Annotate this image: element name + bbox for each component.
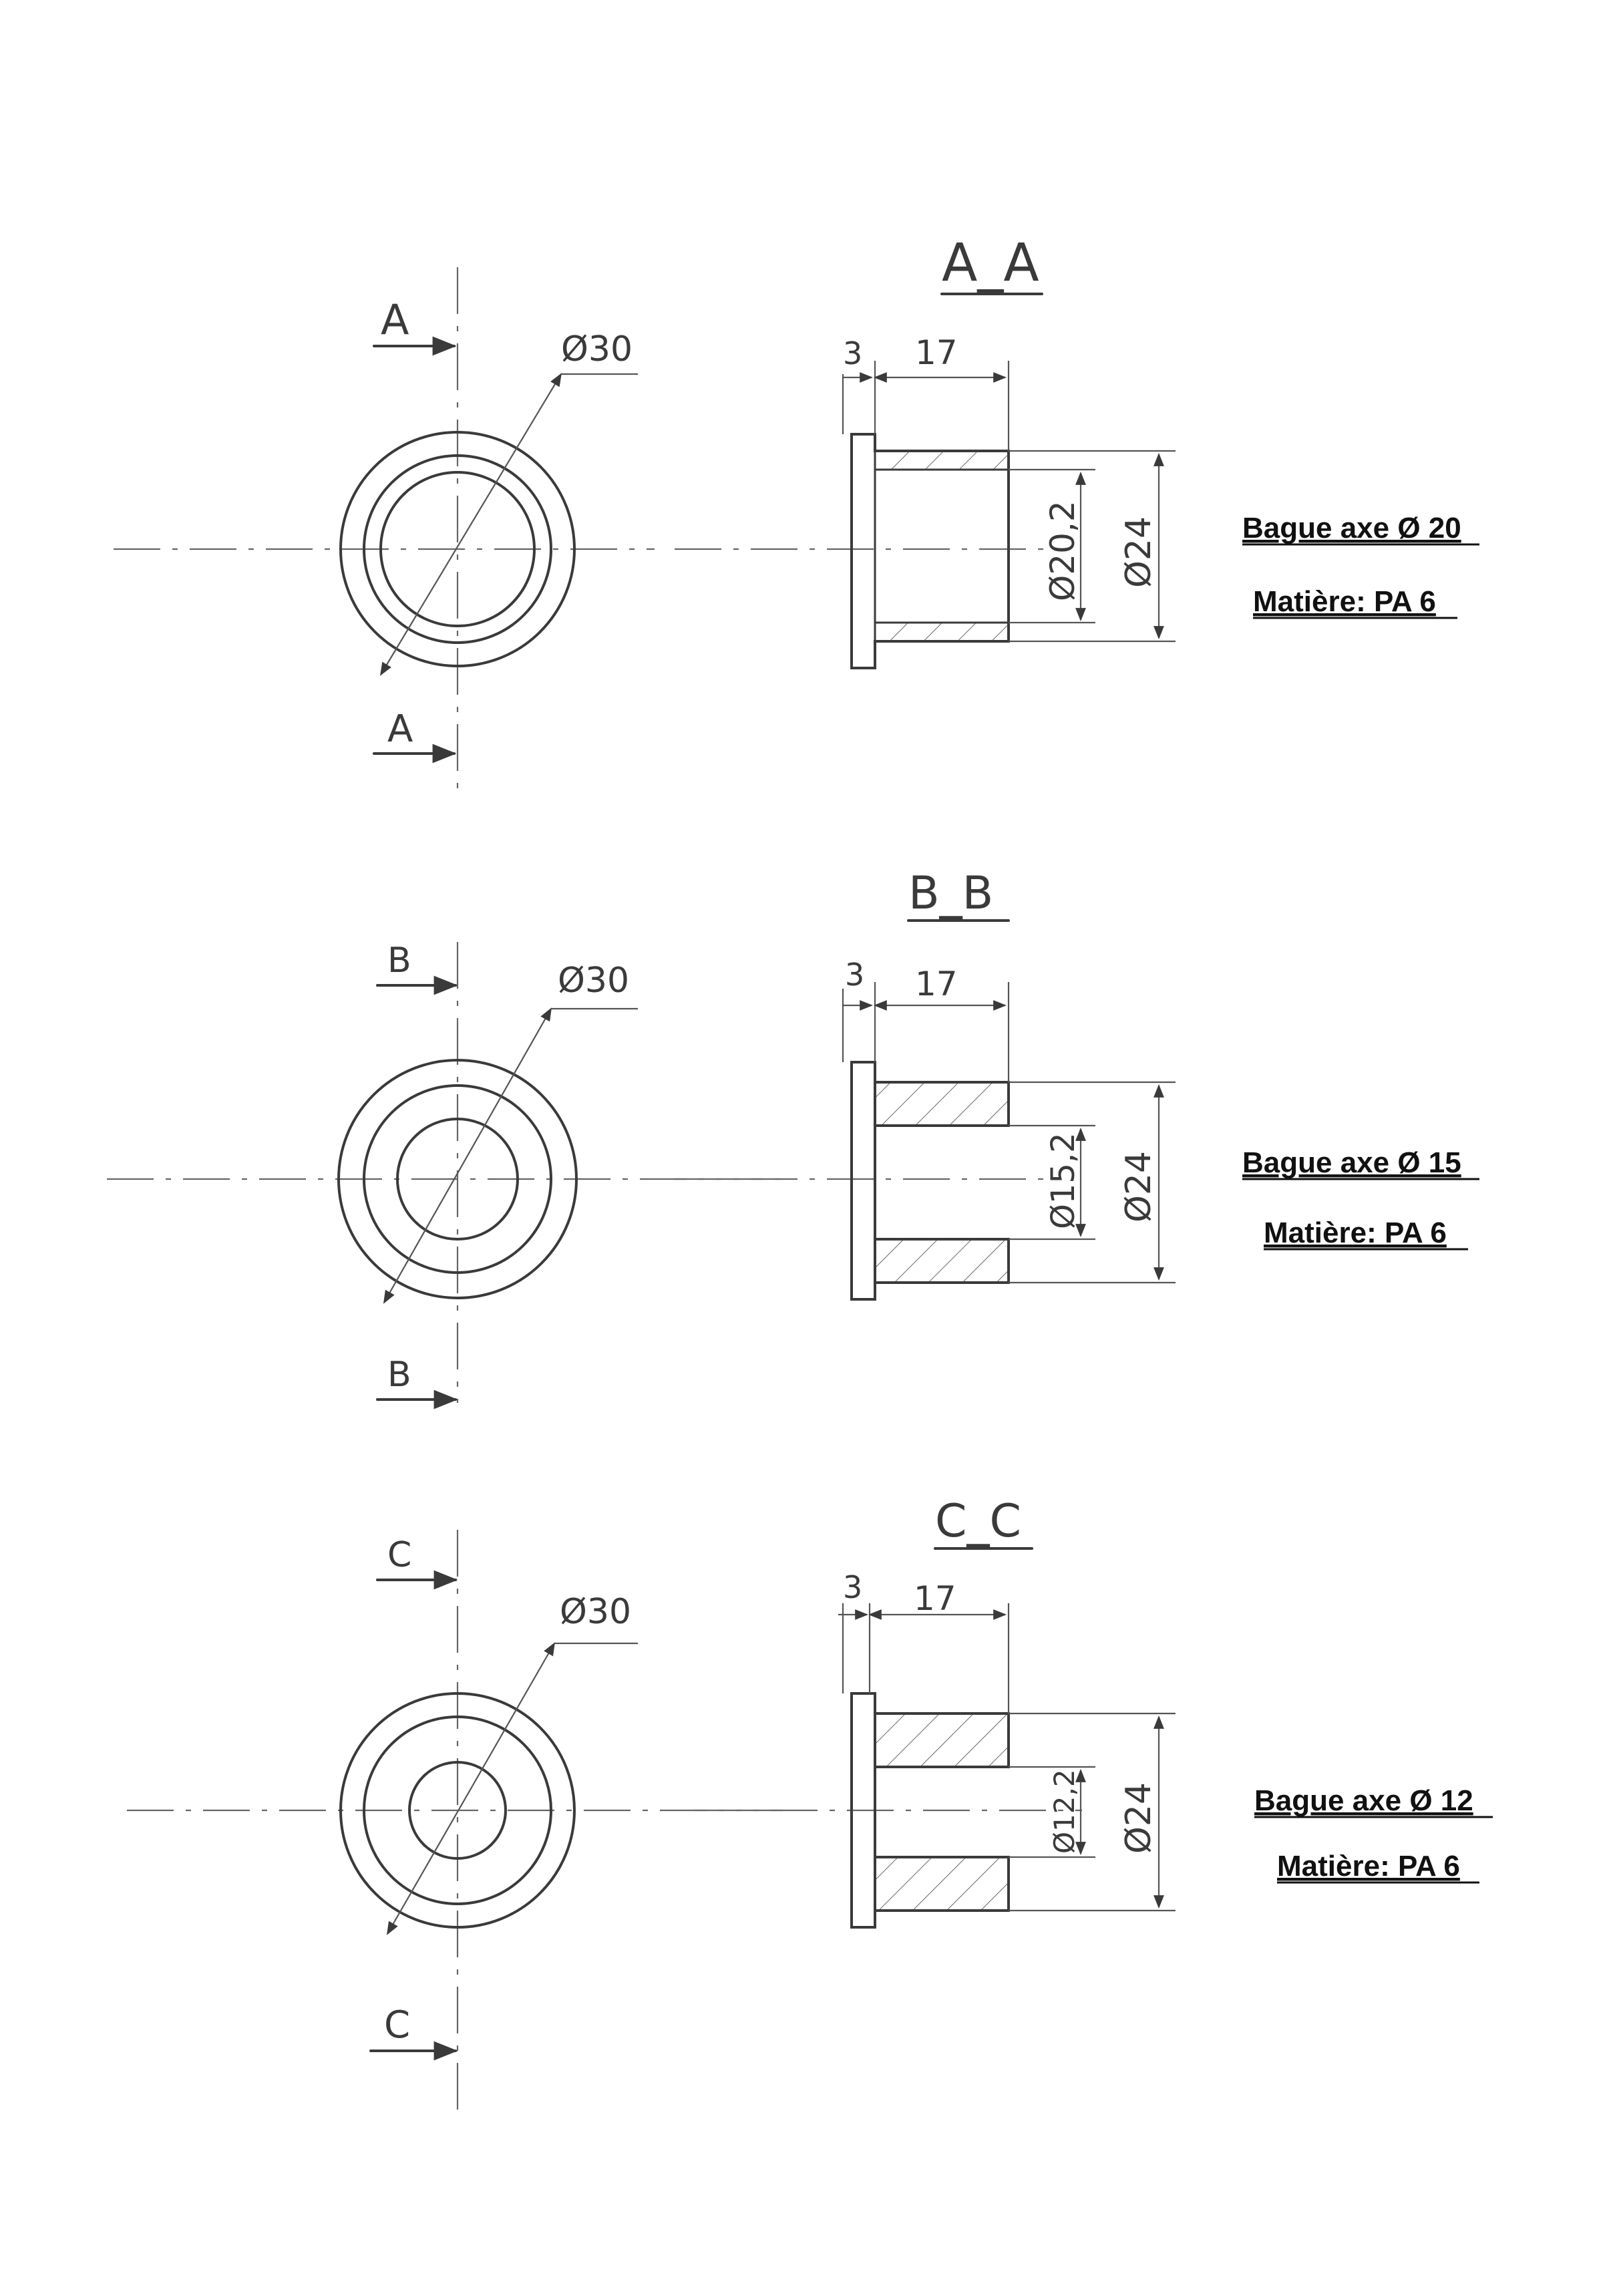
bore-label-a: Ø20,2	[1043, 500, 1082, 601]
section-c: Ø30 C C C_C 3 17 Ø12,2	[127, 1495, 1493, 2111]
flange-width-label-b: 3	[845, 957, 864, 993]
front-view-b: Ø30 B B	[107, 941, 781, 1410]
part-title-b: Bague axe Ø 15	[1242, 1146, 1461, 1179]
front-view-c: Ø30 C C	[127, 1530, 788, 2111]
outer-diameter-label-a: Ø30	[561, 329, 633, 369]
section-b: Ø30 B B B_B 3 17 Ø15,2	[107, 867, 1479, 1410]
section-title-a: A_A	[942, 233, 1039, 293]
section-view-a: A_A 3 17 Ø20,2 Ø24	[675, 233, 1176, 669]
body-length-label-c: 17	[914, 1579, 956, 1618]
material-b: Matière: PA 6	[1264, 1216, 1447, 1249]
cut-letter-top-a: A	[381, 295, 409, 344]
body-length-label-a: 17	[915, 333, 958, 372]
outer-diameter-label-c: Ø30	[560, 1592, 631, 1632]
bore-label-c: Ø12,2	[1048, 1769, 1081, 1854]
section-view-c: C_C 3 17 Ø12,2 Ø24	[695, 1495, 1176, 1929]
section-title-b: B_B	[908, 867, 993, 920]
front-view-a: Ø30 A A	[114, 267, 655, 788]
outer-body-label-c: Ø24	[1119, 1782, 1159, 1854]
outer-diameter-label-b: Ø30	[558, 961, 629, 1001]
section-view-b: B_B 3 17 Ø15,2 Ø24	[675, 867, 1176, 1301]
part-title-a: Bague axe Ø 20	[1242, 512, 1461, 544]
part-title-c: Bague axe Ø 12	[1254, 1784, 1473, 1817]
bore-label-b: Ø15,2	[1045, 1132, 1082, 1229]
cut-letter-bottom-a: A	[387, 707, 413, 751]
cut-letter-top-b: B	[387, 941, 411, 981]
body-length-label-b: 17	[915, 965, 958, 1003]
cut-letter-bottom-c: C	[384, 2003, 410, 2047]
material-c: Matière: PA 6	[1277, 1850, 1460, 1882]
section-a: Ø30 A A A_A 3 17 Ø20,2	[114, 233, 1479, 788]
flange-width-label-c: 3	[843, 1569, 862, 1605]
material-a: Matière: PA 6	[1253, 585, 1436, 618]
cut-letter-top-c: C	[387, 1535, 411, 1575]
outer-body-label-a: Ø24	[1119, 516, 1159, 588]
section-title-c: C_C	[935, 1495, 1021, 1548]
flange-width-label-a: 3	[843, 335, 862, 371]
outer-body-label-b: Ø24	[1119, 1151, 1159, 1222]
cut-letter-bottom-b: B	[387, 1355, 411, 1395]
